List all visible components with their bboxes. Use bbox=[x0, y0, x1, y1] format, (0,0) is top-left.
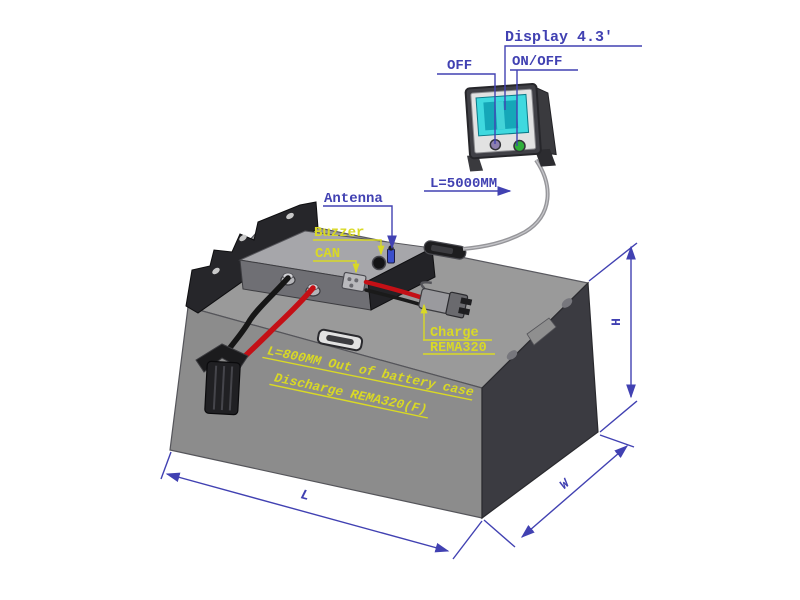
antenna-leader bbox=[323, 205, 397, 250]
display-unit bbox=[464, 82, 557, 172]
display-label: Display 4.3' bbox=[505, 29, 613, 46]
dim-height-label: H bbox=[609, 318, 624, 326]
dimension-length: L bbox=[160, 451, 483, 560]
display-screen-stripe bbox=[495, 101, 506, 130]
black-power-cable bbox=[221, 275, 291, 359]
display-cable bbox=[462, 158, 550, 251]
charge-label-line2: REMA320 bbox=[430, 341, 487, 356]
dim-length-label: L bbox=[299, 487, 311, 505]
dim-width-label: W bbox=[557, 475, 574, 492]
display-cable-length-label: L=5000MM bbox=[430, 176, 497, 192]
buzzer-label: Buzzer bbox=[314, 225, 364, 241]
off-label-leader bbox=[437, 73, 496, 144]
charge-label-line1: Charge bbox=[430, 326, 479, 341]
can-connector bbox=[341, 271, 367, 293]
antenna-label: Antenna bbox=[324, 191, 383, 207]
bracket-hole bbox=[286, 212, 294, 220]
on-off-label: ON/OFF bbox=[512, 54, 562, 70]
bracket-hole bbox=[239, 234, 247, 242]
display-cable-connector bbox=[423, 240, 467, 260]
buzzer-component bbox=[371, 255, 387, 271]
charge-black-cable bbox=[364, 288, 424, 307]
display-label-leader bbox=[504, 45, 642, 110]
right-face-notch bbox=[526, 317, 557, 346]
on-off-button bbox=[513, 139, 526, 153]
case-handle bbox=[316, 328, 364, 352]
display-cable-highlight bbox=[462, 159, 549, 250]
can-leader bbox=[313, 260, 360, 274]
display-foot-left bbox=[467, 154, 484, 172]
bracket-hole bbox=[212, 267, 220, 275]
right-face-hole bbox=[561, 298, 573, 308]
dimension-height: H bbox=[588, 242, 638, 433]
battery-right-face bbox=[481, 281, 599, 520]
discharge-connector bbox=[195, 343, 249, 416]
off-label: OFF bbox=[447, 58, 472, 74]
antenna-connector bbox=[387, 245, 395, 264]
right-face-hole bbox=[506, 350, 518, 360]
can-label: CAN bbox=[315, 246, 340, 262]
buzzer-leader bbox=[313, 239, 385, 256]
